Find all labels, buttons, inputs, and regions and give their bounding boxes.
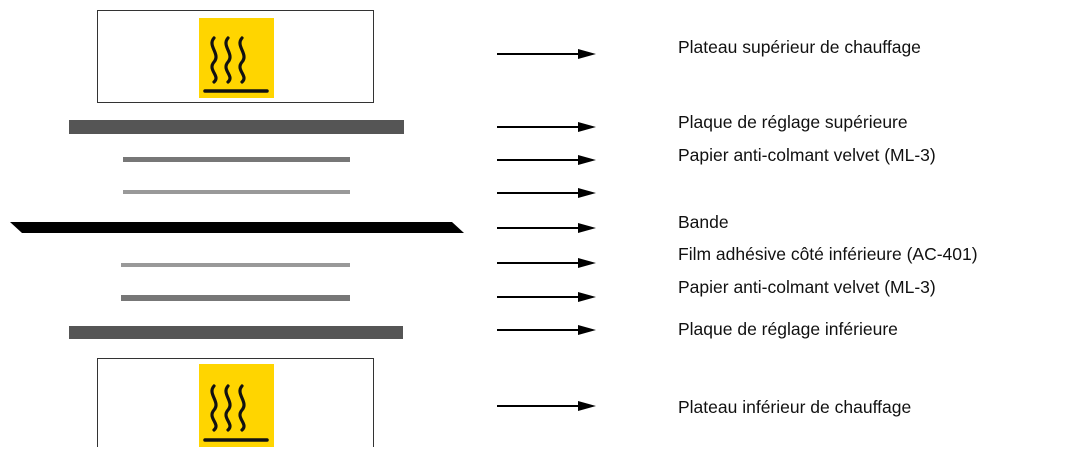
adhesive-film-layer — [121, 263, 350, 267]
band-layer — [10, 222, 464, 233]
label-upper-heating-platen: Plateau supérieur de chauffage — [678, 37, 921, 57]
label-lower-release-paper: Papier anti-colmant velvet (ML-3) — [678, 277, 936, 297]
arrow — [497, 188, 596, 198]
arrow — [497, 401, 596, 411]
upper-film-layer — [123, 190, 350, 194]
label-lower-adjustment-plate: Plaque de réglage inférieure — [678, 319, 898, 339]
lower-release-paper — [121, 295, 350, 301]
upper-release-paper — [123, 157, 350, 162]
arrow — [497, 122, 596, 132]
arrow-group — [497, 49, 596, 411]
upper-adjustment-plate — [69, 120, 404, 134]
hot-surface-icon — [199, 18, 274, 98]
arrow — [497, 258, 596, 268]
label-adhesive-film: Film adhésive côté inférieure (AC-401) — [678, 244, 978, 264]
arrow — [497, 325, 596, 335]
upper-heating-icon — [199, 18, 274, 98]
arrow — [497, 292, 596, 302]
label-upper-release-paper: Papier anti-colmant velvet (ML-3) — [678, 145, 936, 165]
arrow — [497, 223, 596, 233]
arrow — [497, 49, 596, 59]
hot-surface-icon — [199, 364, 274, 447]
arrow — [497, 155, 596, 165]
lower-heating-icon — [199, 364, 274, 447]
label-band: Bande — [678, 212, 729, 232]
lower-adjustment-plate — [69, 326, 403, 339]
label-lower-heating-platen: Plateau inférieur de chauffage — [678, 397, 912, 417]
label-upper-adjustment-plate: Plaque de réglage supérieure — [678, 112, 908, 132]
